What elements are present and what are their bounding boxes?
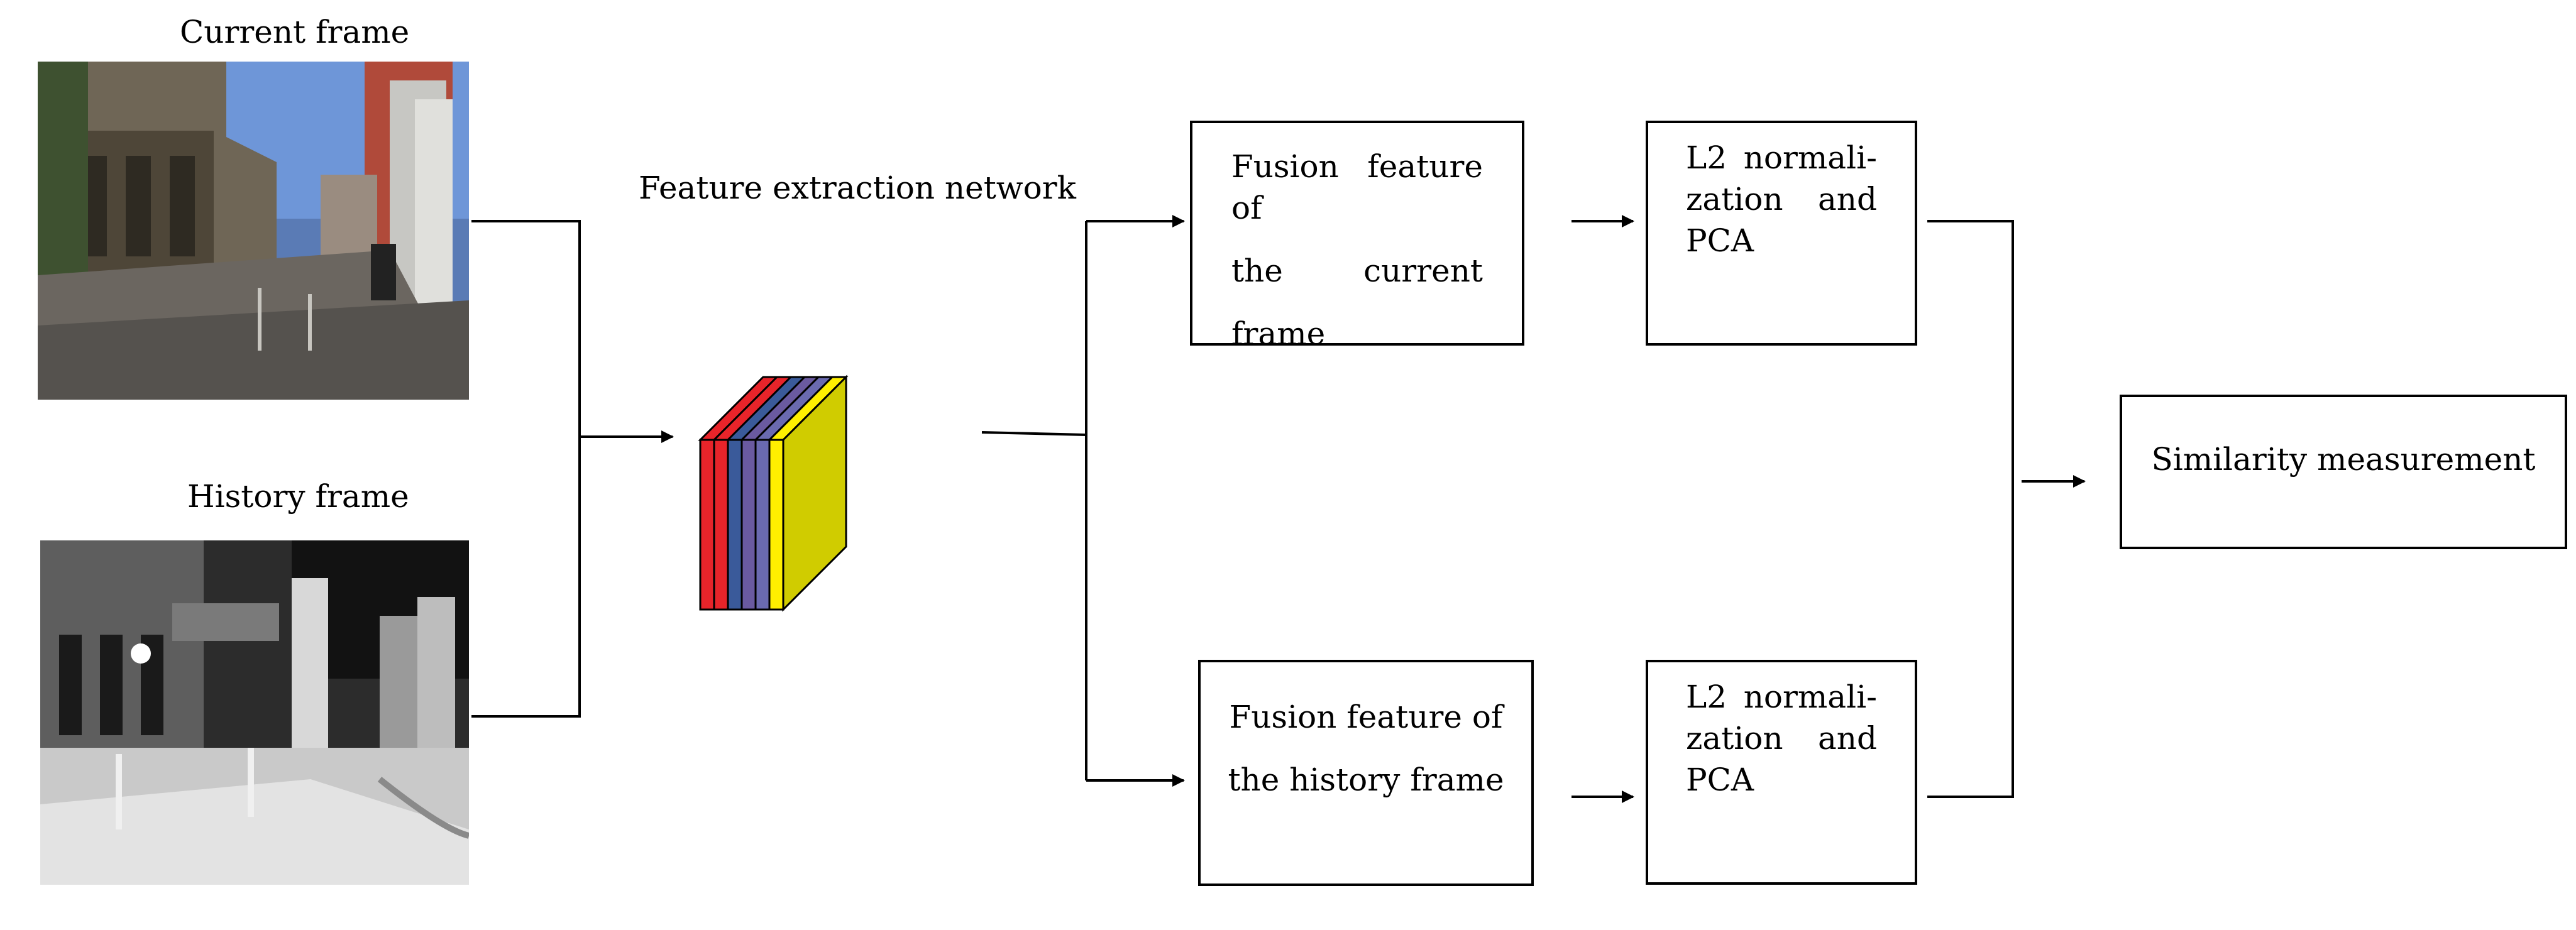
l2-top-line-3: PCA [1686, 222, 1754, 259]
fusion-history-box: Fusion feature of the history frame [1198, 660, 1534, 886]
fusion-history-line-2: the history frame [1228, 762, 1504, 798]
network-output-wire [981, 431, 1087, 436]
l2-bottom-line-2: zation and [1686, 720, 1877, 757]
l2-top-line-1: L2 normali- [1686, 140, 1877, 176]
fusion-current-box: Fusion feature of the current frame [1190, 121, 1524, 352]
history-frame-image [40, 540, 469, 885]
network-label: Feature extraction network [639, 170, 1076, 206]
l2-top-line-2: zation and [1686, 181, 1877, 217]
l2-bottom-line-1: L2 normali- [1686, 679, 1877, 715]
l2-bottom-line-3: PCA [1686, 762, 1754, 798]
current-frame-label: Current frame [180, 14, 410, 50]
history-frame-label: History frame [187, 478, 409, 515]
feature-extraction-network-icon [698, 375, 849, 612]
fusion-current-line-2: the current [1231, 253, 1483, 289]
feature-block-face [782, 375, 847, 612]
current-frame-image [38, 62, 469, 400]
l2-pca-top-box: L2 normali- zation and PCA [1646, 121, 1917, 346]
current-frame-wire [471, 220, 674, 443]
similarity-measurement-box: Similarity measurement [2120, 395, 2567, 549]
l2-top-output-wire [1927, 220, 2014, 798]
similarity-label: Similarity measurement [2151, 441, 2536, 478]
l2-pca-bottom-box: L2 normali- zation and PCA [1646, 660, 1917, 885]
fusion-current-line-3: frame [1231, 315, 1326, 352]
feature-layer [739, 376, 821, 611]
fusion-history-line-1: Fusion feature of [1229, 699, 1503, 735]
fusion-current-line-1: Fusion feature of [1231, 148, 1483, 226]
history-frame-wire [471, 437, 581, 718]
